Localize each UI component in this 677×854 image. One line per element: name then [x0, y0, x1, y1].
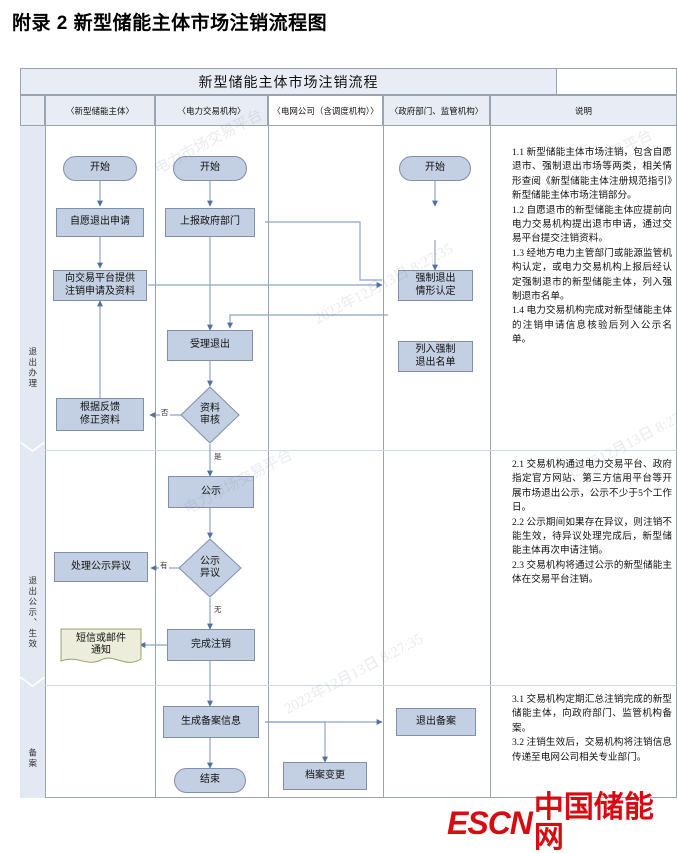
node-complete-deregistration[interactable]: 完成注销	[167, 629, 255, 661]
node-forced-exit-determination[interactable]: 强制退出 情形认定	[398, 270, 473, 301]
edge-label-review-yes: 是	[213, 452, 223, 461]
stage-chevron-1	[20, 442, 45, 452]
stage-label-handling: 退出办理	[27, 347, 38, 389]
node-publicity-objection-label: 公示 异议	[200, 556, 220, 579]
escn-logo: ESCN 中国储能网	[447, 793, 677, 853]
node-publicity[interactable]: 公示	[168, 476, 254, 508]
edge-label-objection-yes: 有	[159, 561, 169, 570]
notes-section-2: 2.1 交易机构通过电力交易平台、政府指定官方网站、第三方信用平台等开展市场退出…	[512, 458, 672, 588]
edge-label-review-no: 否	[160, 408, 170, 417]
note-1-3: 1.3 经地方电力主管部门或能源监管机构认定，或电力交易机构上报后经认定强制退市…	[512, 247, 672, 302]
note-3-2: 3.2 注销生效后，交易机构将注销信息传递至电网公司相关专业部门。	[512, 737, 672, 763]
header-cell-notes: 说明	[490, 95, 677, 126]
header-cell-stage	[20, 95, 45, 126]
node-start-entity[interactable]: 开始	[63, 156, 137, 181]
row-divider-2	[20, 685, 677, 686]
header-cell-exchange: 〈电力交易机构〉	[155, 95, 268, 126]
note-1-2: 1.2 自愿退市的新型储能主体应提前向电力交易机构提出退市申请，通过交易平台提交…	[512, 204, 672, 245]
header-cell-entity: 〈新型储能主体〉	[45, 95, 155, 126]
node-accept-exit[interactable]: 受理退出	[167, 330, 253, 361]
node-handle-publicity-objection[interactable]: 处理公示异议	[54, 552, 148, 582]
note-1-4: 1.4 电力交易机构完成对新型储能主体的注销申请信息核验后列入公示名单。	[512, 305, 672, 346]
node-sms-or-email-notice[interactable]: 短信或邮件 通知	[60, 628, 142, 668]
stage-label-publicity: 退出公示、生效	[27, 576, 38, 650]
node-start-government[interactable]: 开始	[399, 156, 471, 181]
node-publicity-objection-decision[interactable]: 公示 异议	[178, 538, 242, 598]
column-divider-3	[268, 126, 269, 798]
edge-label-objection-no: 无	[213, 605, 223, 614]
note-3-1: 3.1 交易机构定期汇总注销完成的新型储能主体，向政府部门、监管机构备案。	[512, 694, 672, 734]
note-2-3: 2.3 交易机构将通过公示的新型储能主体在交易平台注销。	[512, 559, 672, 586]
row-divider-1	[20, 450, 677, 451]
column-divider-5	[490, 126, 491, 798]
node-end-exchange[interactable]: 结束	[174, 768, 246, 793]
escn-logo-cn: 中国储能网	[533, 791, 654, 854]
flowchart-table: 新型储能主体市场注销流程 〈新型储能主体〉 〈电力交易机构〉 〈电网公司（含调度…	[20, 68, 677, 798]
node-material-review-label: 资料 审核	[200, 403, 220, 426]
node-voluntary-exit-application[interactable]: 自愿退出申请	[56, 208, 144, 237]
node-exit-filing[interactable]: 退出备案	[396, 708, 476, 736]
column-divider-4	[383, 126, 384, 798]
node-provide-deregistration-materials[interactable]: 向交易平台提供 注销申请及资料	[53, 270, 147, 301]
header-cell-gridco: 〈电网公司（含调度机构）〉	[268, 95, 383, 126]
stage-column	[20, 126, 45, 798]
escn-logo-latin: ESCN	[447, 805, 533, 841]
node-report-to-government[interactable]: 上报政府部门	[165, 208, 255, 237]
header-cell-government: 〈政府部门、监管机构〉	[383, 95, 490, 126]
node-archive-change[interactable]: 档案变更	[283, 762, 367, 790]
stage-chevron-2	[20, 677, 45, 687]
stage-label-filing: 备案	[27, 747, 38, 769]
node-forced-exit-list[interactable]: 列入强制 退出名单	[398, 341, 473, 372]
column-divider-2	[155, 126, 156, 798]
note-1-1: 1.1 新型储能主体市场注销，包含自愿退市、强制退出市场等两类，相关情形查阅《新…	[512, 147, 672, 202]
table-header-row: 〈新型储能主体〉 〈电力交易机构〉 〈电网公司（含调度机构）〉 〈政府部门、监管…	[20, 95, 677, 126]
node-revise-materials[interactable]: 根据反馈 修正资料	[56, 398, 144, 431]
note-2-1: 2.1 交易机构通过电力交易平台、政府指定官方网站、第三方信用平台等开展市场退出…	[512, 459, 672, 514]
notes-section-1: 1.1 新型储能主体市场注销，包含自愿退市、强制退出市场等两类，相关情形查阅《新…	[512, 146, 672, 347]
node-material-review-decision[interactable]: 资料 审核	[180, 386, 240, 444]
node-start-exchange[interactable]: 开始	[173, 156, 247, 181]
node-sms-or-email-notice-label: 短信或邮件 通知	[76, 632, 126, 657]
node-generate-filing-info[interactable]: 生成备案信息	[163, 706, 259, 738]
page-title: 附录 2 新型储能主体市场注销流程图	[12, 13, 328, 34]
table-banner-blank-cell	[557, 68, 677, 95]
notes-section-3: 3.1 交易机构定期汇总注销完成的新型储能主体，向政府部门、监管机构备案。 3.…	[512, 693, 672, 765]
note-2-2: 2.2 公示期间如果存在异议，则注销不能生效，待异议处理完成后，新型储能主体再次…	[512, 516, 672, 557]
table-banner-title: 新型储能主体市场注销流程	[20, 68, 557, 95]
column-divider-1	[45, 126, 46, 798]
